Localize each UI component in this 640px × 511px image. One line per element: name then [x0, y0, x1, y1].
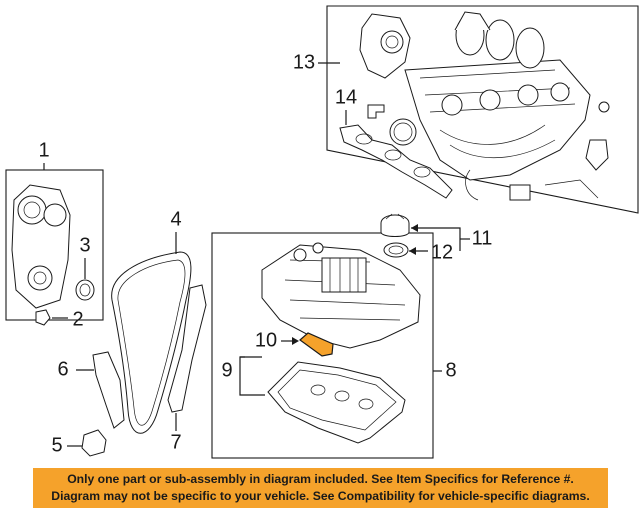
- disclaimer-line-1: Only one part or sub-assembly in diagram…: [67, 472, 574, 486]
- callout-11: 11: [472, 227, 493, 249]
- callout-8: 8: [445, 359, 456, 381]
- callout-9: 9: [221, 359, 232, 381]
- highlighted-gasket: [299, 332, 334, 357]
- chain-tensioner: [81, 429, 107, 457]
- callout-14: 14: [335, 86, 357, 108]
- hose-fitting: [509, 184, 531, 201]
- oil-filler-cap: [380, 213, 410, 237]
- callout-12: 12: [431, 241, 453, 263]
- callout-4: 4: [170, 208, 181, 230]
- oil-filler-seal: [383, 242, 409, 258]
- callout-5: 5: [51, 434, 62, 456]
- callout-13: 13: [293, 51, 315, 73]
- callout-3: 3: [79, 234, 90, 256]
- intake-manifold: [404, 11, 591, 181]
- callout-1: 1: [38, 139, 49, 161]
- sensor-bracket: [367, 104, 385, 119]
- pcv-valve: [585, 139, 609, 171]
- timing-cover-group-box: [5, 169, 104, 321]
- intake-manifold-group-box: [326, 5, 639, 214]
- callout-6: 6: [57, 358, 68, 380]
- timing-chain-cover: [11, 184, 71, 309]
- tensioner-arm: [92, 351, 125, 429]
- callout-10: 10: [255, 329, 277, 351]
- disclaimer-banner: Only one part or sub-assembly in diagram…: [33, 468, 608, 508]
- crankshaft-seal: [75, 279, 95, 301]
- pcv-hose: [544, 179, 599, 199]
- callout-7: 7: [170, 431, 181, 453]
- callout-2: 2: [72, 308, 83, 330]
- valve-cover-group-box: [211, 232, 434, 459]
- valve-cover: [261, 242, 421, 349]
- throttle-body: [359, 13, 411, 79]
- cover-bolt: [35, 309, 51, 326]
- valve-cover-gasket: [267, 361, 406, 444]
- intake-manifold-gasket: [339, 124, 453, 199]
- disclaimer-line-2: Diagram may not be specific to your vehi…: [51, 489, 590, 503]
- vacuum-hose: [465, 169, 479, 201]
- chain-guide: [167, 284, 207, 413]
